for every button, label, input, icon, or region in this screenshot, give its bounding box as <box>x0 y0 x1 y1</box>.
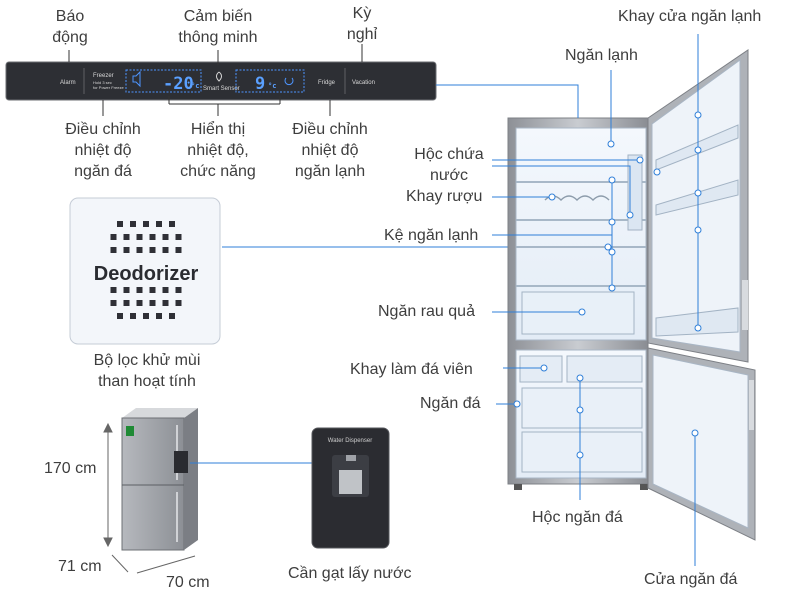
filter-dot <box>143 221 149 227</box>
label-display: Hiển thị nhiệt độ, chức năng <box>180 121 256 180</box>
speaker-icon <box>132 70 141 88</box>
fridge-temp-readout: 9 <box>255 74 265 94</box>
freezer-temp-readout: -20 <box>163 74 194 94</box>
panel-pointers <box>68 44 363 116</box>
filter-dot <box>110 287 117 293</box>
label-height: 170 cm <box>44 460 97 477</box>
filter-dot <box>123 287 130 293</box>
label-dispenser-caption: Cần gạt lấy nước <box>288 565 412 582</box>
panel-fridge-text: Fridge <box>318 80 336 86</box>
fridge-temp-unit: °c <box>268 82 276 90</box>
filter-dot <box>130 221 136 227</box>
panel-freezer-sub2: for Power Freeze <box>93 85 124 90</box>
filter-dot <box>175 247 182 253</box>
filter-dot <box>110 247 117 253</box>
panel-vacation-text: Vacation <box>352 80 375 86</box>
filter-dot <box>136 300 143 306</box>
label-freezer: Ngăn đá <box>420 395 481 412</box>
label-crisper: Ngăn rau quả <box>378 303 475 320</box>
filter-dot <box>136 247 143 253</box>
label-shelf: Kệ ngăn lạnh <box>384 227 479 244</box>
filter-dot <box>130 313 136 319</box>
label-ice-tray: Khay làm đá viên <box>350 361 473 378</box>
label-wine-rack: Khay rượu <box>406 188 483 205</box>
panel-freezer-sub1: Hold 3 sec <box>93 80 112 85</box>
panel-smart-sensor-text: Smart Sensor <box>203 86 240 92</box>
filter-dot <box>169 313 175 319</box>
label-vacation: Kỳ nghỉ <box>346 5 378 43</box>
filter-dot <box>162 287 169 293</box>
filter-dot <box>162 234 169 240</box>
filter-dot <box>169 221 175 227</box>
panel-to-fridge-pointer <box>436 84 579 118</box>
label-door-shelf: Khay cửa ngăn lạnh <box>618 8 762 25</box>
filter-dot <box>156 313 162 319</box>
filter-dot <box>175 287 182 293</box>
label-alarm: Báo động <box>52 8 88 46</box>
label-deodorizer-caption: Bộ lọc khử mùi than hoạt tính <box>93 352 201 390</box>
freezer-temp-unit: °c <box>191 82 199 90</box>
filter-dot <box>175 300 182 306</box>
filter-dot <box>117 221 123 227</box>
filter-dot <box>143 313 149 319</box>
panel-freezer-text: Freezer <box>93 73 114 79</box>
control-panel <box>5 61 437 101</box>
label-water-tank: Hộc chứa nước <box>414 146 484 184</box>
dimension-lines <box>103 422 196 574</box>
label-depth: 71 cm <box>58 558 102 575</box>
filter-dot <box>149 287 156 293</box>
filter-dot <box>117 313 123 319</box>
lock-icon <box>284 77 294 86</box>
filter-dot <box>175 234 182 240</box>
filter-dot <box>110 234 117 240</box>
filter-dot <box>149 247 156 253</box>
label-freezer-drawer: Hộc ngăn đá <box>532 509 623 526</box>
panel-alarm-text: Alarm <box>60 80 76 86</box>
label-freezer-door: Cửa ngăn đá <box>644 571 738 588</box>
label-freezer-adjust: Điều chỉnh nhiệt độ ngăn đá <box>65 121 141 180</box>
callout-lines <box>492 34 699 566</box>
label-fridge-adjust: Điều chỉnh nhiệt độ ngăn lạnh <box>292 121 368 180</box>
filter-dot <box>136 287 143 293</box>
filter-dot <box>110 300 117 306</box>
dispenser-header: Water Dispenser <box>328 438 372 444</box>
fridge-thumbnail <box>121 408 198 551</box>
filter-dot <box>123 247 130 253</box>
label-smart-sensor: Cảm biến thông minh <box>178 8 258 46</box>
water-dispenser <box>311 427 390 549</box>
label-width: 70 cm <box>166 574 210 591</box>
filter-dot <box>149 234 156 240</box>
callout-markers <box>513 111 702 459</box>
filter-dot <box>123 300 130 306</box>
filter-dot <box>162 300 169 306</box>
deodorizer-text: Deodorizer <box>94 263 199 285</box>
leaf-icon <box>216 71 222 82</box>
filter-dot <box>156 221 162 227</box>
label-fridge-compartment: Ngăn lạnh <box>565 47 638 64</box>
filter-dot <box>136 234 143 240</box>
filter-dot <box>162 247 169 253</box>
main-fridge <box>507 49 756 541</box>
filter-dot <box>123 234 130 240</box>
filter-dot <box>149 300 156 306</box>
deodorizer-filter <box>69 197 221 345</box>
